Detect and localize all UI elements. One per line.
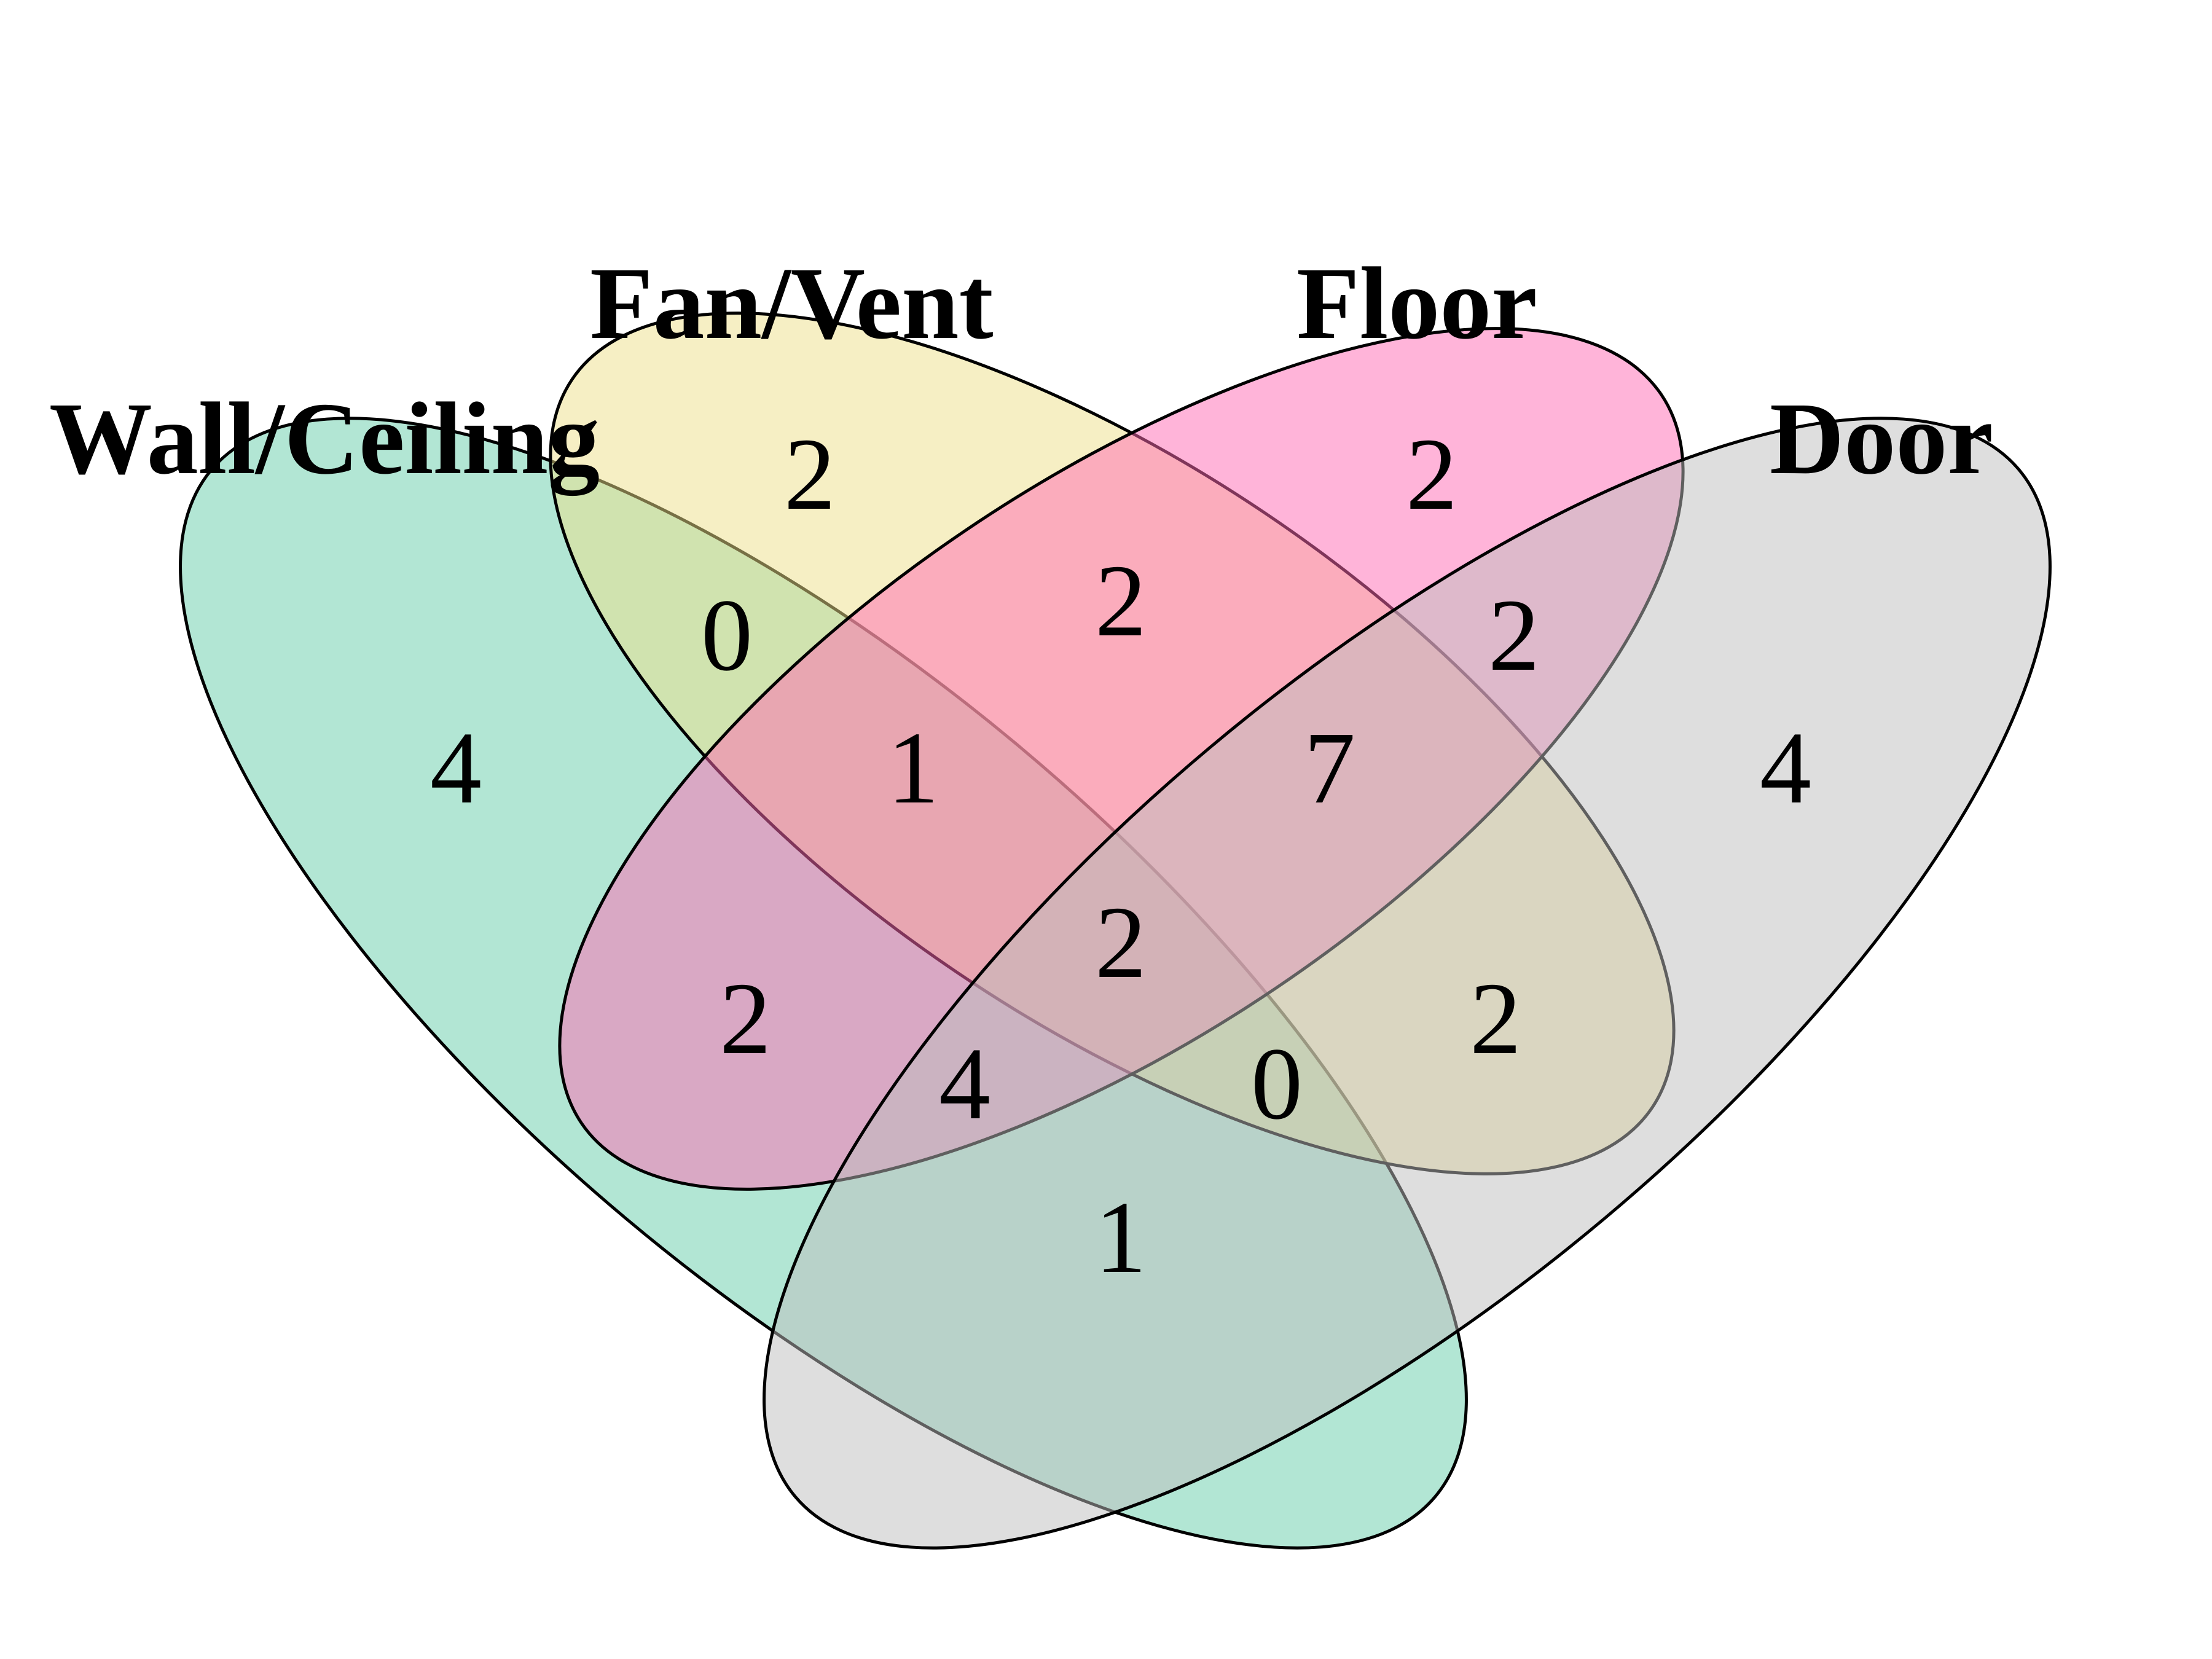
count-wall-fan-floor: 1 — [887, 711, 939, 825]
count-wall-fan-door: 0 — [1251, 1027, 1303, 1141]
count-wall-floor-door: 4 — [939, 1027, 990, 1141]
count-wall-floor: 2 — [720, 962, 771, 1076]
label-floor: Floor — [1296, 246, 1537, 361]
count-fan-floor-door: 7 — [1304, 711, 1355, 825]
set-ellipses — [179, 312, 2052, 1550]
label-door: Door — [1770, 382, 1993, 496]
region-counts: 4 2 2 4 0 2 2 1 7 2 2 2 4 0 1 — [430, 417, 1811, 1295]
count-fan-door: 2 — [1470, 962, 1521, 1076]
count-all-four: 2 — [1095, 885, 1147, 1000]
count-door-only: 4 — [1760, 711, 1811, 825]
set-labels: Wall/Ceiling Fan/Vent Floor Door — [49, 246, 1993, 496]
door-ellipse — [763, 417, 2052, 1550]
count-wall-fan: 0 — [701, 578, 753, 692]
label-wall-ceiling: Wall/Ceiling — [49, 382, 600, 496]
count-fan-only: 2 — [784, 417, 836, 531]
count-fan-floor: 2 — [1095, 544, 1147, 658]
count-wall-door: 1 — [1095, 1180, 1147, 1295]
count-floor-only: 2 — [1406, 417, 1457, 531]
count-wall-only: 4 — [430, 711, 482, 825]
label-fan-vent: Fan/Vent — [590, 246, 994, 361]
count-floor-door: 2 — [1488, 578, 1540, 692]
